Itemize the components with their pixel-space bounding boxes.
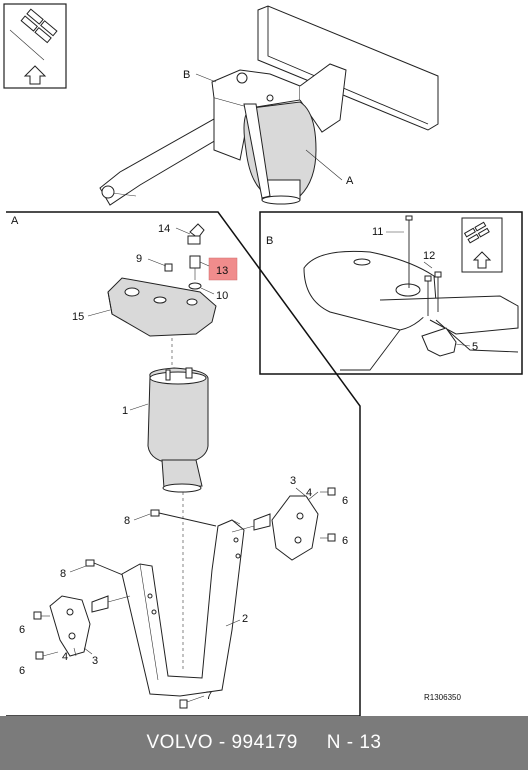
footer-brand: VOLVO — [146, 732, 214, 753]
callout-6-right-lower: 6 — [342, 535, 348, 547]
footer-bar: VOLVO - 994179 N - 13 — [0, 716, 528, 770]
part-2-u-bracket — [121, 519, 245, 697]
callout-6-left-upper: 6 — [19, 624, 25, 636]
orientation-arrow-icon — [3, 3, 67, 89]
callout-overview-A: A — [346, 175, 354, 187]
part-9-nut — [147, 258, 173, 272]
callout-14: 14 — [158, 223, 170, 235]
part-13-nipple — [189, 255, 210, 269]
callout-10: 10 — [216, 290, 228, 302]
part-7-bolt — [179, 695, 205, 709]
footer-gap — [298, 732, 327, 754]
detail-a-frame — [6, 211, 361, 716]
callout-8-upper: 8 — [124, 515, 130, 527]
callout-4-right: 4 — [306, 487, 312, 499]
part-6-nuts-right — [320, 487, 336, 542]
part-8-bolt-lower — [69, 559, 131, 579]
callout-3-right: 3 — [290, 475, 296, 487]
part-8-bolt-upper — [133, 509, 217, 527]
part-14-fitting — [175, 223, 205, 245]
footer-part-number: 994179 — [231, 732, 298, 753]
callout-13-highlight — [208, 257, 238, 281]
callout-15: 15 — [72, 311, 84, 323]
overview-assembly — [99, 5, 439, 206]
callout-6-right-upper: 6 — [342, 495, 348, 507]
callout-12: 12 — [423, 250, 435, 262]
callout-6-left-lower: 6 — [19, 665, 25, 677]
callout-overview-B: B — [183, 69, 190, 81]
part-4-bracket-left — [49, 595, 131, 657]
callout-11: 11 — [372, 226, 383, 238]
callout-7: 7 — [206, 690, 212, 702]
footer-position: N - 13 — [326, 732, 382, 753]
callout-2: 2 — [242, 613, 248, 625]
part-15-top-plate — [87, 277, 217, 337]
callout-1: 1 — [122, 405, 128, 417]
part-4-bracket-right — [231, 487, 319, 561]
parts-diagram: B A A B 11 12 — [3, 3, 523, 716]
part-10-washer — [188, 282, 215, 295]
detail-b-frame — [259, 211, 523, 375]
detail-b-orientation-icon — [461, 217, 503, 273]
detail-b-assembly — [303, 215, 519, 371]
drawing-number: R1306350 — [424, 693, 461, 702]
detail-a-label: A — [11, 215, 19, 227]
detail-b-label: B — [266, 235, 273, 247]
part-1-air-spring — [129, 367, 209, 493]
callout-8-lower: 8 — [60, 568, 66, 580]
callout-3-left: 3 — [92, 655, 98, 667]
callout-5: 5 — [472, 341, 478, 353]
callout-4-left: 4 — [62, 651, 68, 663]
callout-13: 13 — [216, 265, 228, 277]
part-6-nuts-left — [33, 611, 59, 660]
footer-separator: - — [213, 732, 232, 753]
callout-9: 9 — [136, 253, 142, 265]
